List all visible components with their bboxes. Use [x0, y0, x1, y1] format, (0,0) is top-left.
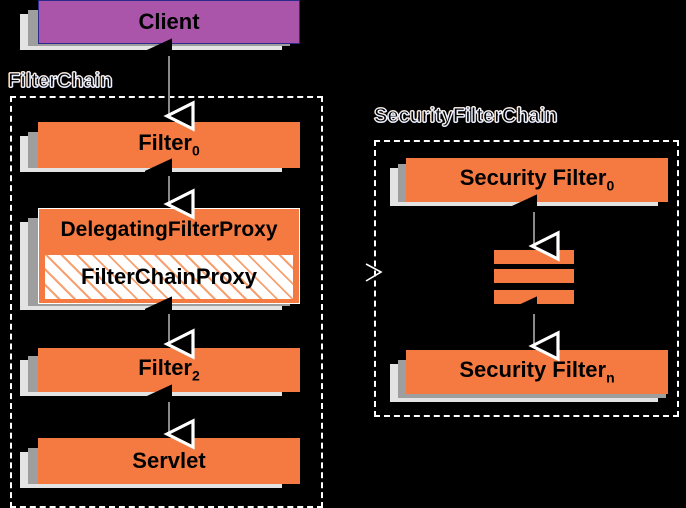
node-client[interactable]: Client — [38, 0, 300, 44]
group-label-filterchain: FilterChain — [7, 69, 113, 92]
node-delegating-filter-proxy-label: DelegatingFilterProxy — [60, 218, 278, 241]
node-client-label: Client — [138, 9, 200, 34]
node-filter-chain-proxy[interactable]: FilterChainProxy — [44, 254, 294, 300]
node-filter0-label: Filter0 — [138, 130, 200, 159]
node-security-filter-n-label: Security Filtern — [459, 357, 615, 386]
node-filter2-label: Filter2 — [138, 355, 200, 384]
node-security-filter0-subscript: 0 — [606, 177, 615, 194]
node-security-filter-n[interactable]: Security Filtern — [406, 350, 668, 394]
group-label-securityfilterchain: SecurityFilterChain — [373, 104, 558, 127]
node-security-filter0-label: Security Filter0 — [459, 165, 615, 194]
node-security-filter-n-subscript: n — [606, 369, 615, 386]
mini-filter-bar-1 — [494, 250, 574, 264]
node-security-filter0[interactable]: Security Filter0 — [406, 158, 668, 202]
group-filterchain — [10, 96, 323, 508]
node-servlet-label: Servlet — [132, 448, 206, 473]
node-filter0[interactable]: Filter0 — [38, 122, 300, 168]
node-servlet[interactable]: Servlet — [38, 438, 300, 484]
node-filter0-subscript: 0 — [192, 142, 200, 159]
mini-filter-bar-3 — [494, 290, 574, 304]
node-filter-chain-proxy-label: FilterChainProxy — [80, 264, 258, 289]
mini-filter-bar-2 — [494, 269, 574, 283]
node-filter2-subscript: 2 — [192, 367, 200, 384]
node-filter2[interactable]: Filter2 — [38, 348, 300, 392]
node-delegating-filter-proxy[interactable]: DelegatingFilterProxy FilterChainProxy — [38, 208, 300, 304]
